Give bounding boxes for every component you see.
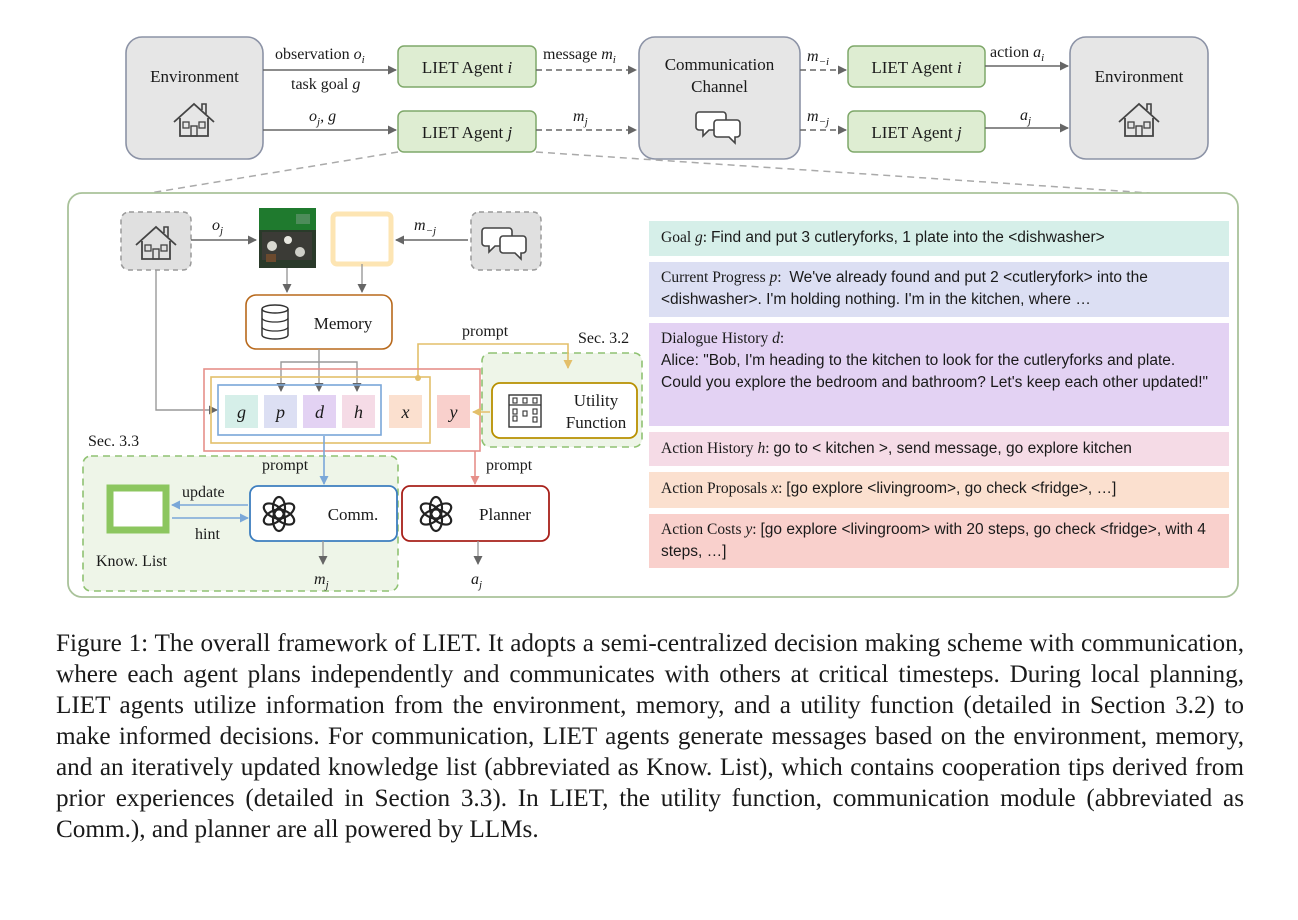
svg-text:Comm.: Comm. xyxy=(328,505,379,524)
svg-text:action ai: action ai xyxy=(990,44,1044,64)
hint-label: hint xyxy=(195,526,220,543)
state-box-inner xyxy=(217,384,382,436)
svg-text:Memory: Memory xyxy=(314,314,373,333)
comm-box: Comm. xyxy=(249,485,398,542)
edge-prompt-utility xyxy=(417,343,573,378)
scene-image xyxy=(259,208,316,268)
utility-function-box: Utility Function xyxy=(491,382,638,439)
know-list: Know. List xyxy=(96,484,170,570)
agent-i-box: LIET Agent i xyxy=(397,45,537,88)
edge-action-i: action ai xyxy=(985,44,1069,71)
prompt-planner-label: prompt xyxy=(486,457,533,474)
svg-text:Channel: Channel xyxy=(691,77,748,96)
communication-channel-box: Communication Channel xyxy=(638,36,801,160)
edge-message-j: mj xyxy=(536,108,637,135)
memory-fanout xyxy=(276,349,362,392)
svg-text:x: x xyxy=(401,402,410,422)
svg-text:aj: aj xyxy=(1020,107,1031,127)
output-aj: aj xyxy=(471,571,482,591)
svg-text:task goal g: task goal g xyxy=(291,76,360,93)
state-box-middle xyxy=(210,376,431,444)
svg-text:m−i: m−i xyxy=(807,48,829,68)
svg-text:Planner: Planner xyxy=(479,505,531,524)
svg-text:oj: oj xyxy=(212,217,223,237)
message-box-empty xyxy=(330,211,394,267)
svg-text:m−j: m−j xyxy=(414,217,436,237)
action-proposals-box: Action Proposals x: [go explore <livingr… xyxy=(649,472,1229,508)
svg-text:LIET Agent j: LIET Agent j xyxy=(871,123,962,142)
current-progress-box: Current Progress p: We've already found … xyxy=(649,262,1229,317)
edge-oj-g: oj, g xyxy=(263,108,397,135)
output-mj: mj xyxy=(314,571,329,591)
environment-box-right: Environment xyxy=(1069,36,1209,160)
svg-text:m−j: m−j xyxy=(807,108,829,128)
detail-environment xyxy=(120,211,192,271)
svg-text:Communication: Communication xyxy=(665,55,775,74)
svg-text:mj: mj xyxy=(573,108,588,128)
action-costs-box: Action Costs y: [go explore <livingroom>… xyxy=(649,514,1229,568)
environment-label: Environment xyxy=(150,67,239,86)
edge-env-to-state xyxy=(155,270,218,415)
dialogue-history-box: Dialogue History d: Alice: "Bob, I'm hea… xyxy=(649,323,1229,426)
svg-text:Function: Function xyxy=(566,413,627,432)
svg-text:LIET Agent i: LIET Agent i xyxy=(422,58,513,77)
figure-caption: Figure 1: The overall framework of LIET.… xyxy=(56,630,1244,843)
goal-box: Goal g: Find and put 3 cutleryforks, 1 p… xyxy=(649,221,1229,256)
svg-text:g: g xyxy=(237,402,246,422)
svg-text:observation oi: observation oi xyxy=(275,46,365,66)
svg-text:h: h xyxy=(354,402,363,422)
edge-m-minus-i: m−i xyxy=(800,48,847,75)
update-label: update xyxy=(182,484,225,501)
svg-text:message mi: message mi xyxy=(543,46,616,66)
svg-text:LIET Agent j: LIET Agent j xyxy=(422,123,513,142)
svg-text:Environment: Environment xyxy=(1095,67,1184,86)
svg-text:Utility: Utility xyxy=(574,391,619,410)
edge-detail-m-minus-j: m−j xyxy=(395,217,468,245)
svg-text:y: y xyxy=(448,402,458,422)
prompt-utility-label: prompt xyxy=(462,323,509,340)
window-icon xyxy=(106,484,170,534)
svg-text:Know. List: Know. List xyxy=(96,553,168,570)
svg-text:LIET Agent i: LIET Agent i xyxy=(871,58,962,77)
svg-text:oj, g: oj, g xyxy=(309,108,336,128)
sec33-label: Sec. 3.3 xyxy=(88,433,139,450)
memory-box: Memory xyxy=(245,294,393,350)
state-vars: g p d h x y xyxy=(225,395,470,428)
prompt-comm-label: prompt xyxy=(262,457,309,474)
environment-box-left: Environment xyxy=(125,36,264,160)
agent-i-box-right: LIET Agent i xyxy=(847,45,986,88)
svg-text:d: d xyxy=(315,402,325,422)
svg-text:p: p xyxy=(274,402,285,422)
abacus-icon xyxy=(508,394,542,428)
agent-j-box: LIET Agent j xyxy=(397,110,537,153)
sec32-label: Sec. 3.2 xyxy=(578,330,629,347)
database-icon xyxy=(261,304,289,340)
edge-detail-oj: oj xyxy=(191,217,257,245)
detail-channel xyxy=(470,211,542,271)
agent-j-box-right: LIET Agent j xyxy=(847,110,986,153)
zoom-line-left xyxy=(149,151,399,194)
planner-box: Planner xyxy=(401,485,550,542)
edge-message-i: message mi xyxy=(536,46,637,75)
action-history-box: Action History h: go to < kitchen >, sen… xyxy=(649,432,1229,466)
edge-action-j: aj xyxy=(985,107,1069,133)
zoom-line-right xyxy=(535,151,1151,194)
edge-observation: observation oi task goal g xyxy=(263,46,397,93)
edge-m-minus-j: m−j xyxy=(800,108,847,135)
